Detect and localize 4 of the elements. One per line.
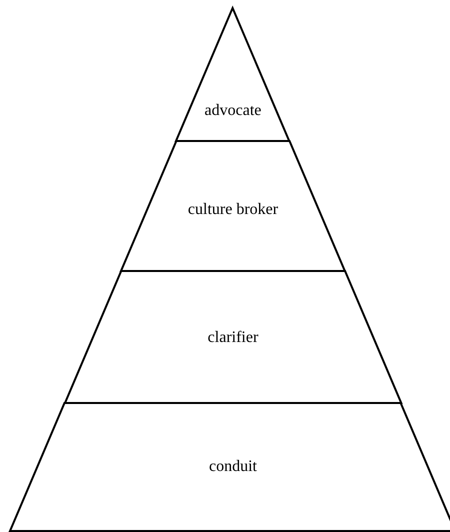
level-label: culture broker <box>188 201 278 219</box>
level-label: clarifier <box>208 329 258 347</box>
level-label: conduit <box>208 458 257 476</box>
level-label: advocate <box>204 102 262 120</box>
